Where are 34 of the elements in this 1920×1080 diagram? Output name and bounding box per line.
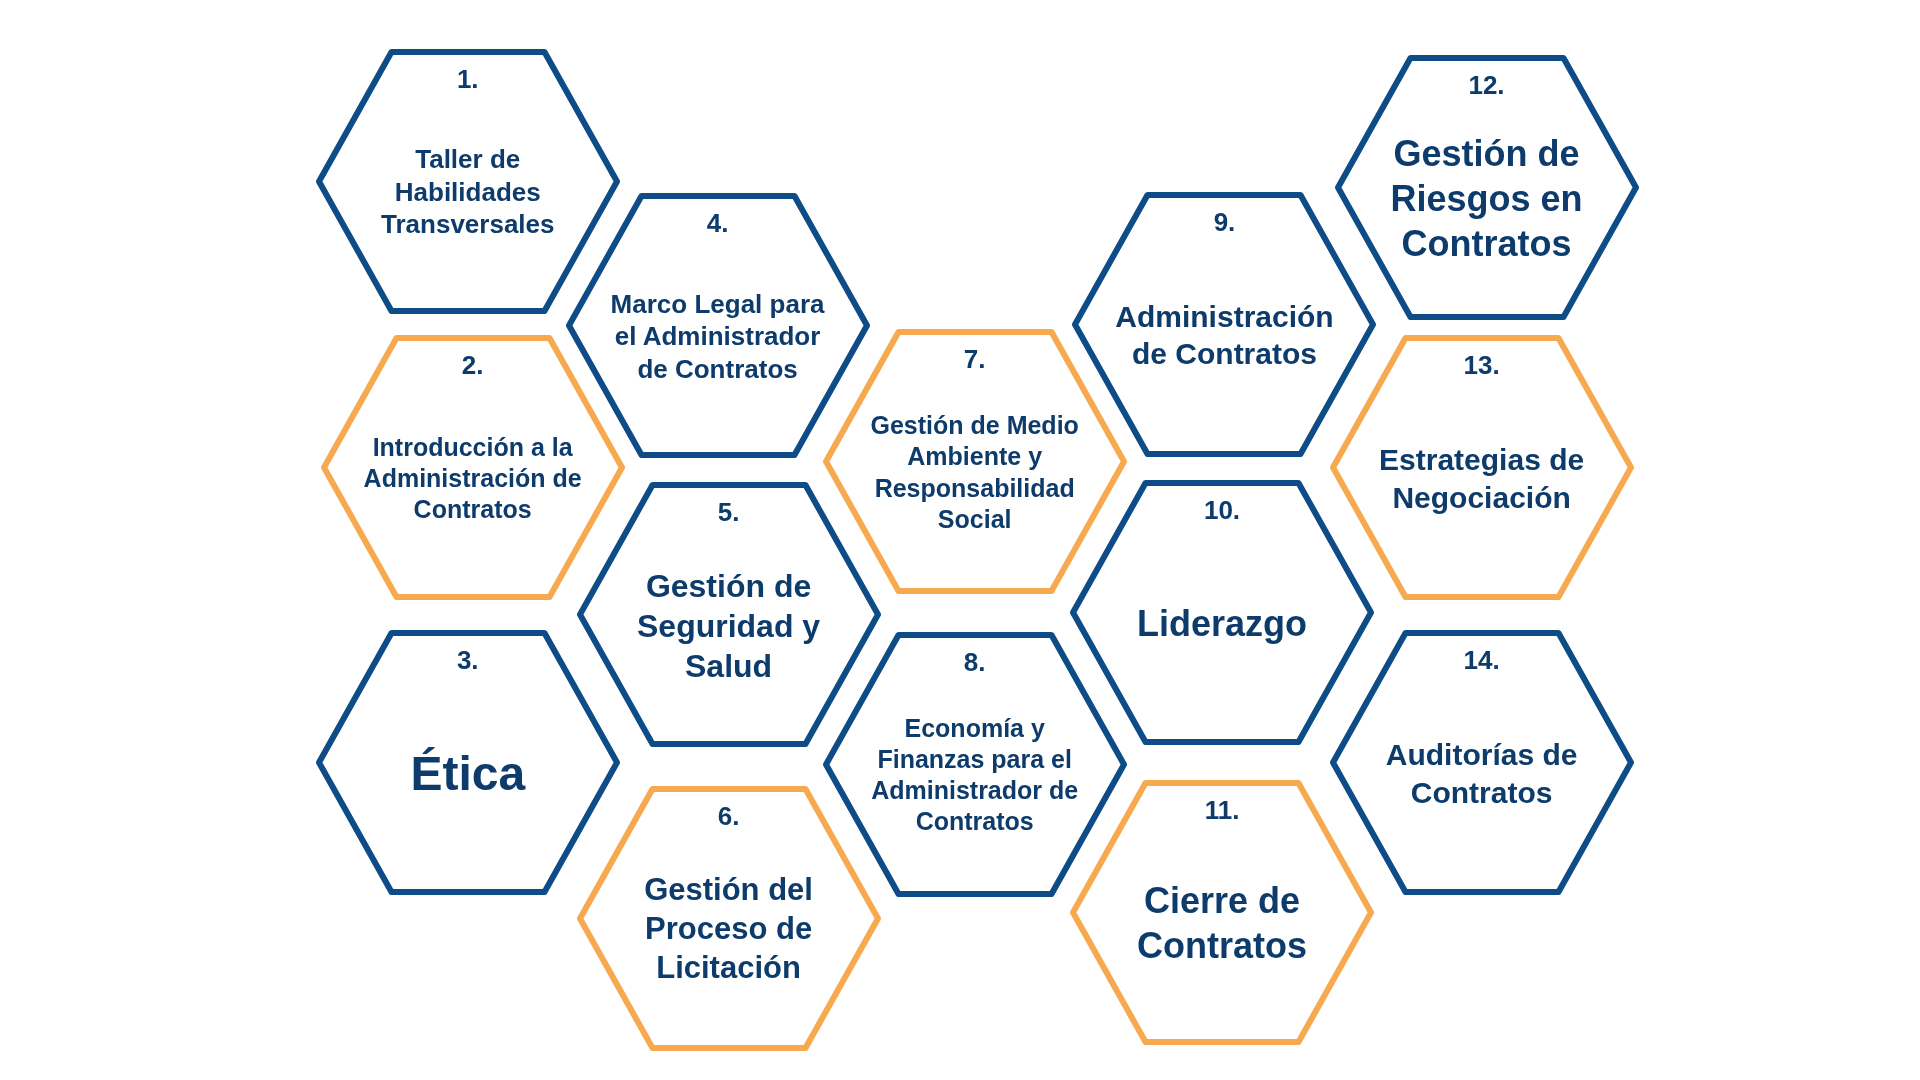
hexagon-label: Gestión del Proceso de Licitación (643, 871, 814, 987)
hexagon-label: Administración de Contratos (1114, 299, 1335, 373)
hexagon-label: Gestión de Riesgos en Contratos (1389, 131, 1584, 266)
step-number: 1. (456, 65, 479, 92)
hexagon-label: Liderazgo (1137, 601, 1308, 646)
step-number: 7. (963, 346, 986, 373)
step-number: 13. (1463, 352, 1500, 379)
hexagon (314, 629, 621, 897)
hexagon-label: Economía y Finanzas para el Administrador de Contratos (870, 712, 1080, 838)
step-number: 9. (1213, 209, 1236, 235)
hexagon-label: Gestión de Seguridad y Salud (636, 566, 822, 686)
step-number: 3. (456, 647, 479, 674)
hexagon (1328, 629, 1635, 897)
step-number: 6. (717, 802, 740, 829)
hexagon-label: Cierre de Contratos (1136, 879, 1309, 969)
hexagon-label: Introducción a la Administración de Contratos (362, 431, 583, 526)
step-number: 2. (461, 352, 484, 379)
hexagon-label: Gestión de Medio Ambiente y Responsabilidad Social (869, 410, 1080, 535)
hexagon-label: Estrategias de Negociación (1378, 442, 1586, 516)
hexagon-label: Taller de Habilidades Transversales (380, 143, 556, 241)
step-number: 12. (1468, 71, 1505, 98)
hexagon (821, 630, 1128, 898)
hexagon (821, 328, 1128, 596)
step-number: 10. (1203, 496, 1241, 523)
step-number: 14. (1463, 647, 1500, 674)
step-number: 4. (706, 210, 729, 237)
step-number: 8. (963, 648, 986, 675)
hexagon-label: Ética (410, 745, 526, 802)
step-number: 11. (1204, 796, 1240, 823)
hexagon (1333, 53, 1640, 321)
hexagon (1328, 334, 1635, 602)
hexagon-label: Auditorías de Contratos (1384, 737, 1579, 811)
hexagon-label: Marco Legal para el Administrador de Contratos (609, 287, 826, 386)
step-number: 5. (717, 499, 740, 526)
